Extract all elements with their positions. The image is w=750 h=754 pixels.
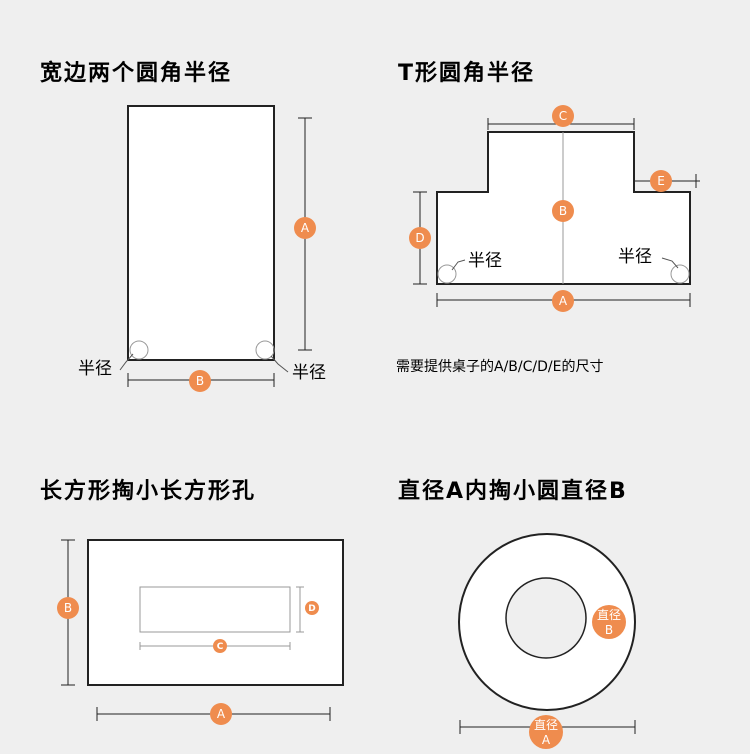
radius-leader-left [119, 353, 134, 371]
inner-rectangle-hole [139, 586, 291, 633]
panel-2-title: T形圆角半径 [398, 60, 535, 86]
dimension-badge-a-bottom [552, 290, 574, 312]
tall-rectangle-shape [127, 105, 275, 361]
dimension-badge-c-hole-label: C [217, 642, 224, 652]
panel-3-title: 长方形掏小长方形孔 [40, 478, 256, 504]
dimension-badge-a-width-label: A [217, 707, 226, 721]
diameter-badge-b-line1: 直径 [597, 608, 621, 622]
t-radius-label-right: 半径 [618, 247, 652, 267]
dimension-badge-b-center-label: B [559, 204, 567, 218]
panel-wide-edge-radius: 宽边两个圆角半径 A B 半径 半径 [40, 60, 326, 392]
corner-radius-circle-right [255, 340, 275, 360]
dimension-badge-c [552, 105, 574, 127]
radius-leader-right [270, 355, 289, 373]
t-radius-leader-left [451, 259, 466, 271]
dimension-line-d-hole [296, 586, 304, 633]
panel-1-title: 宽边两个圆角半径 [40, 60, 232, 86]
dimension-badge-a [294, 217, 316, 239]
dimension-badge-b-left-label: B [64, 601, 72, 615]
diameter-badge-a [529, 715, 563, 749]
inner-circle-hole [505, 577, 587, 659]
panel-circle-with-hole: 直径A内掏小圆直径B 直径 B 直径 A [398, 478, 636, 749]
panel-t-shape-radius: T形圆角半径 C B E D [396, 60, 700, 375]
t-radius-label-left: 半径 [468, 251, 502, 271]
dimension-badge-b-left [57, 597, 79, 619]
dimension-badge-a-label: A [301, 221, 310, 235]
panel-rectangle-with-hole: 长方形掏小长方形孔 B A C [40, 478, 344, 725]
dimension-badge-a-width [210, 703, 232, 725]
dimension-badge-e-label: E [657, 174, 665, 188]
dimension-badge-b-label: B [196, 374, 204, 388]
radius-label-left: 半径 [78, 359, 112, 379]
t-shape-note: 需要提供桌子的A/B/C/D/E的尺寸 [396, 359, 603, 375]
dimension-badge-d-hole-label: D [308, 604, 315, 614]
radius-label-right: 半径 [292, 363, 326, 383]
diameter-badge-a-line2: A [542, 733, 551, 747]
diameter-badge-a-line1: 直径 [534, 718, 558, 732]
dimension-badge-d-hole [305, 601, 319, 615]
dimension-badge-b [189, 370, 211, 392]
diameter-badge-b [592, 605, 626, 639]
dimension-badge-c-hole [213, 639, 227, 653]
corner-radius-circle-left [129, 340, 149, 360]
t-corner-radius-circle-right [670, 264, 690, 284]
dimension-badge-d [409, 227, 431, 249]
t-corner-radius-circle-left [437, 264, 457, 284]
dimension-badge-d-label: D [415, 231, 424, 245]
dimension-badge-a-bottom-label: A [559, 294, 568, 308]
diameter-badge-b-line2: B [605, 623, 613, 637]
panel-4-title: 直径A内掏小圆直径B [398, 478, 628, 504]
dimension-badge-c-label: C [559, 109, 567, 123]
dimension-badge-b-center [552, 200, 574, 222]
t-radius-leader-right [661, 257, 679, 269]
dimension-badge-e [650, 170, 672, 192]
